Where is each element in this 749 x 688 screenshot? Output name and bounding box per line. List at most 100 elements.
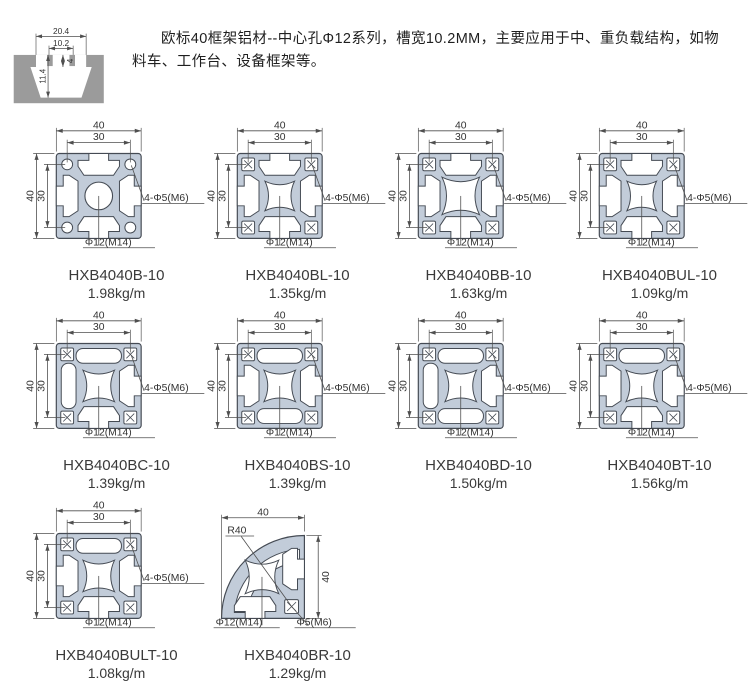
profile-model: HXB4040BR-10 (244, 647, 351, 664)
corner-boss-cross (62, 540, 72, 549)
annotation-label: 4-Φ5(M6) (687, 193, 732, 204)
corner-boss-cross (488, 160, 497, 169)
corner-boss-cross (424, 350, 434, 359)
dim-arrow (215, 153, 220, 160)
dim-arrow (45, 544, 50, 551)
annotation-label: 4-Φ5(M6) (325, 383, 370, 394)
leader-line (311, 355, 326, 392)
leader-line (492, 165, 507, 202)
dim-label: 30 (36, 380, 47, 392)
dim-arrow (134, 128, 142, 133)
corner-boss-cross (605, 413, 615, 422)
t-slot-cavity (236, 174, 260, 218)
dim-arrow (123, 520, 131, 525)
t-slot-cavity (439, 153, 482, 176)
corner-boss-cross (488, 413, 497, 422)
leader-line (291, 606, 309, 626)
profile-model: HXB4040BT-10 (607, 457, 712, 474)
dim-arrow (215, 231, 220, 239)
dim-arrow (45, 354, 50, 361)
corner-boss-cross (424, 160, 434, 169)
corner-boss-cross (605, 223, 615, 232)
t-slot-cavity (258, 153, 301, 176)
dim-arrow (316, 535, 321, 542)
dim-arrow (56, 318, 63, 323)
profile-weight: 1.56kg/m (630, 475, 689, 491)
annotation-label: 4-Φ5(M6) (506, 383, 551, 394)
corner-boss-cross (307, 413, 316, 422)
dim-label: 30 (93, 132, 105, 143)
dim-label: 40 (636, 120, 648, 131)
profile-weight: 1.50kg/m (449, 475, 508, 491)
profile-model: HXB4040BC-10 (63, 457, 170, 474)
dim-arrow (588, 411, 593, 418)
annotation-label: Φ12(M14) (85, 237, 132, 248)
leader-line (673, 165, 688, 202)
dim-arrow (226, 354, 231, 361)
t-slot-cavity (480, 364, 504, 408)
corner-boss-cross (243, 223, 253, 232)
corner-boss-cross (62, 350, 72, 359)
t-slot-cavity (55, 554, 79, 598)
leader-line (130, 165, 145, 202)
dim-arrow (237, 318, 244, 323)
t-slot-cavity (118, 554, 142, 598)
thumbnail-slot-lip (69, 54, 75, 67)
dim-arrow (610, 330, 617, 335)
profile-model: HXB4040BB-10 (425, 267, 532, 284)
dim-label: 40 (26, 570, 37, 582)
dim-arrow (599, 318, 606, 323)
dim-arrow (34, 343, 39, 350)
dim-arrow (304, 330, 312, 335)
corner-boss-cross (488, 223, 497, 232)
profile-weight: 1.35kg/m (268, 285, 327, 301)
dim-arrow (226, 411, 231, 418)
t-slot-cavity (236, 364, 260, 408)
annotation-label: Φ12(M14) (85, 617, 132, 628)
dim-arrow (496, 128, 504, 133)
dim-label: 40 (274, 310, 286, 321)
dim-arrow (588, 221, 593, 228)
thumbnail-slot-cavity (30, 67, 92, 98)
dim-label: 30 (455, 322, 467, 333)
t-slot-cavity (620, 153, 663, 176)
leader-line (130, 355, 145, 392)
corner-hole (124, 221, 137, 234)
profile-weight: 1.29kg/m (268, 665, 327, 681)
corner-boss-cross (669, 350, 678, 359)
dim-arrow (60, 54, 65, 61)
annotation-label: Φ5(M6) (297, 617, 332, 628)
dim-arrow (45, 601, 50, 608)
t-slot-cavity (77, 153, 120, 176)
dim-label: 40 (207, 190, 218, 202)
closed-side-cavity (437, 347, 484, 364)
dim-arrow (485, 140, 493, 145)
annotation-label: Φ12(M14) (628, 237, 675, 248)
dim-arrow (588, 164, 593, 171)
radius-label: R40 (227, 526, 246, 537)
dim-label: 30 (274, 322, 286, 333)
annotation-label: Φ12(M14) (266, 427, 313, 438)
center-cavity (262, 369, 297, 403)
dim-label: 30 (579, 380, 590, 392)
profile-model: HXB4040BD-10 (425, 457, 532, 474)
dim-label: 40 (455, 310, 467, 321)
annotation-label: 4-Φ5(M6) (144, 193, 189, 204)
dim-arrow (418, 128, 425, 133)
profile-model: HXB4040B-10 (68, 267, 165, 284)
dim-label: 40 (388, 190, 399, 202)
profile-model: HXB4040BULT-10 (55, 647, 178, 664)
t-slot-cavity (661, 364, 685, 408)
series-description: 欧标40框架铝材--中心孔Φ12系列，槽宽10.2MM，主要应用于中、重负载结构… (132, 31, 720, 71)
dim-arrow (407, 411, 412, 418)
dim-arrow (36, 34, 43, 39)
dim-arrow (248, 140, 255, 145)
dim-arrow (577, 343, 582, 350)
dim-arrow (67, 140, 74, 145)
